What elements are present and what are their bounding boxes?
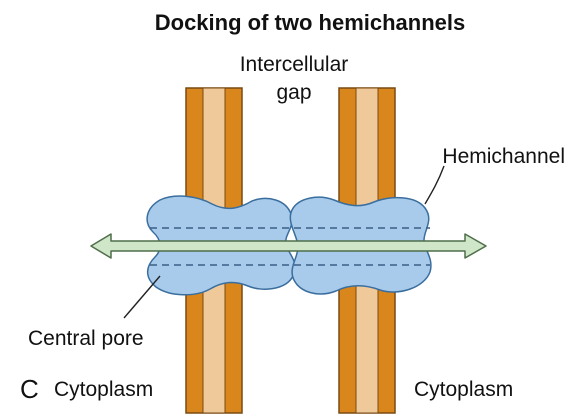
intercellular-gap-label-line1: Intercellular	[240, 53, 349, 76]
central-pore-leader-line	[123, 275, 161, 319]
double-headed-arrow	[90, 233, 487, 259]
panel-letter: C	[20, 374, 39, 404]
hemichannel-label: Hemichannel	[442, 145, 565, 168]
intercellular-gap-label-line2: gap	[276, 81, 311, 104]
cytoplasm-right-label: Cytoplasm	[414, 378, 513, 401]
cytoplasm-left-label: Cytoplasm	[54, 378, 153, 401]
hemichannel-leader-line	[424, 165, 445, 205]
diagram-title: Docking of two hemichannels	[155, 10, 465, 35]
central-pore-label: Central pore	[28, 327, 144, 350]
